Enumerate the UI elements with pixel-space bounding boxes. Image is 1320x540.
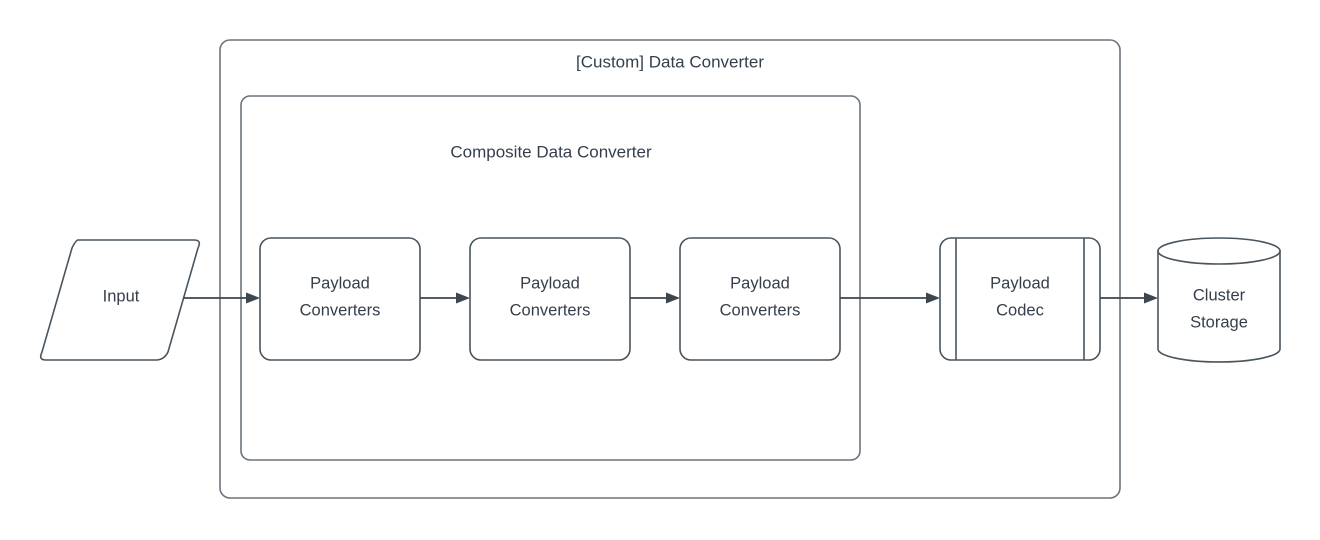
edge-payload-codec-to-cluster-storage-arrowhead	[1144, 292, 1158, 304]
node-payload-codec[interactable]	[939, 237, 1101, 361]
node-payload-converters-3-label-line2: Converters	[720, 301, 801, 319]
node-payload-converters-2-label-line2: Converters	[510, 301, 591, 319]
node-payload-converters-3[interactable]	[679, 237, 841, 361]
edge-payload-converters-2-to-3-arrowhead	[666, 292, 680, 304]
container-composite-data-converter-label: Composite Data Converter	[450, 142, 652, 161]
node-payload-converters-1-label-line2: Converters	[300, 301, 381, 319]
node-payload-codec-label-line1: Payload	[990, 274, 1050, 292]
container-custom-data-converter[interactable]	[219, 39, 1121, 499]
node-cluster-storage-top	[1157, 237, 1281, 265]
node-payload-converters-1-label-line1: Payload	[310, 274, 370, 292]
node-payload-converters-2-label-line1: Payload	[520, 274, 580, 292]
edge-payload-converters-1-to-2-arrowhead	[456, 292, 470, 304]
node-input[interactable]	[39, 239, 201, 361]
node-payload-converters-3-label-line1: Payload	[730, 274, 790, 292]
node-cluster-storage-label-line2: Storage	[1190, 313, 1248, 331]
node-input-label: Input	[103, 287, 140, 305]
node-cluster-storage-body[interactable]	[1157, 250, 1281, 363]
container-custom-data-converter-label: [Custom] Data Converter	[576, 52, 764, 71]
node-cluster-storage-label-line1: Cluster	[1193, 286, 1246, 304]
node-payload-converters-2[interactable]	[469, 237, 631, 361]
node-payload-converters-1[interactable]	[259, 237, 421, 361]
node-payload-codec-label-line2: Codec	[996, 301, 1044, 319]
edge-payload-converters-3-to-payload-codec-arrowhead	[926, 292, 940, 304]
edge-input-to-payload-converters-1-arrowhead	[246, 292, 260, 304]
container-composite-data-converter[interactable]	[240, 95, 861, 461]
